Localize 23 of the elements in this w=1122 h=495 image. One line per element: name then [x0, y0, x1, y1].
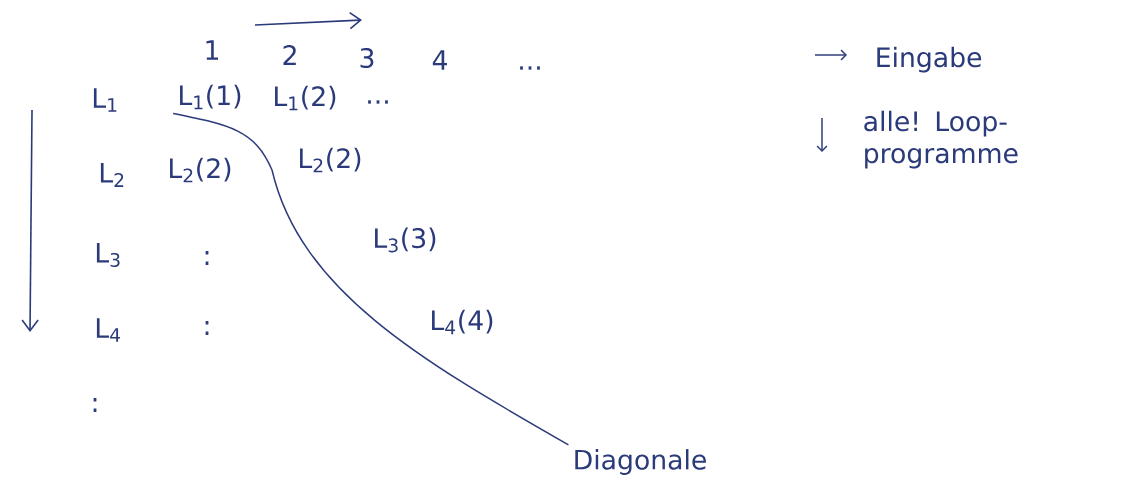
legend-text: alle! Loop-programme [864, 110, 1018, 169]
handwritten-text: L$_{2}$(2) [300, 147, 361, 173]
handwritten-text: L$_{3}$(3) [375, 227, 436, 253]
handwritten-text: : [205, 251, 209, 265]
handwritten-text: L$_{1}$(1) [180, 84, 241, 110]
handwritten-text: L$_{4}$(4) [432, 309, 493, 335]
handwritten-text: : [93, 398, 97, 412]
handwritten-text: L$_{2}$(2) [170, 157, 231, 183]
handwritten-text: L$_{3}$ [96, 243, 120, 267]
handwritten-text: L$_{1}$(2) [275, 85, 336, 111]
handwritten-text: 1 [206, 40, 219, 60]
handwritten-text: L$_{4}$ [96, 318, 120, 342]
handwritten-text: : [205, 321, 209, 335]
handwritten-text: L$_{1}$ [93, 88, 117, 112]
leader-line [172, 112, 570, 446]
handwritten-text: Diagonale [575, 449, 706, 475]
handwritten-text: ... [520, 66, 540, 70]
handwritten-text: 3 [360, 47, 374, 69]
handwritten-text: 2 [283, 45, 296, 65]
handwritten-text: 4 [432, 50, 447, 70]
handwritten-text: ... [368, 100, 388, 104]
handwritten-text: L$_{2}$ [100, 163, 124, 187]
legend-text: Eingabe [877, 46, 982, 73]
